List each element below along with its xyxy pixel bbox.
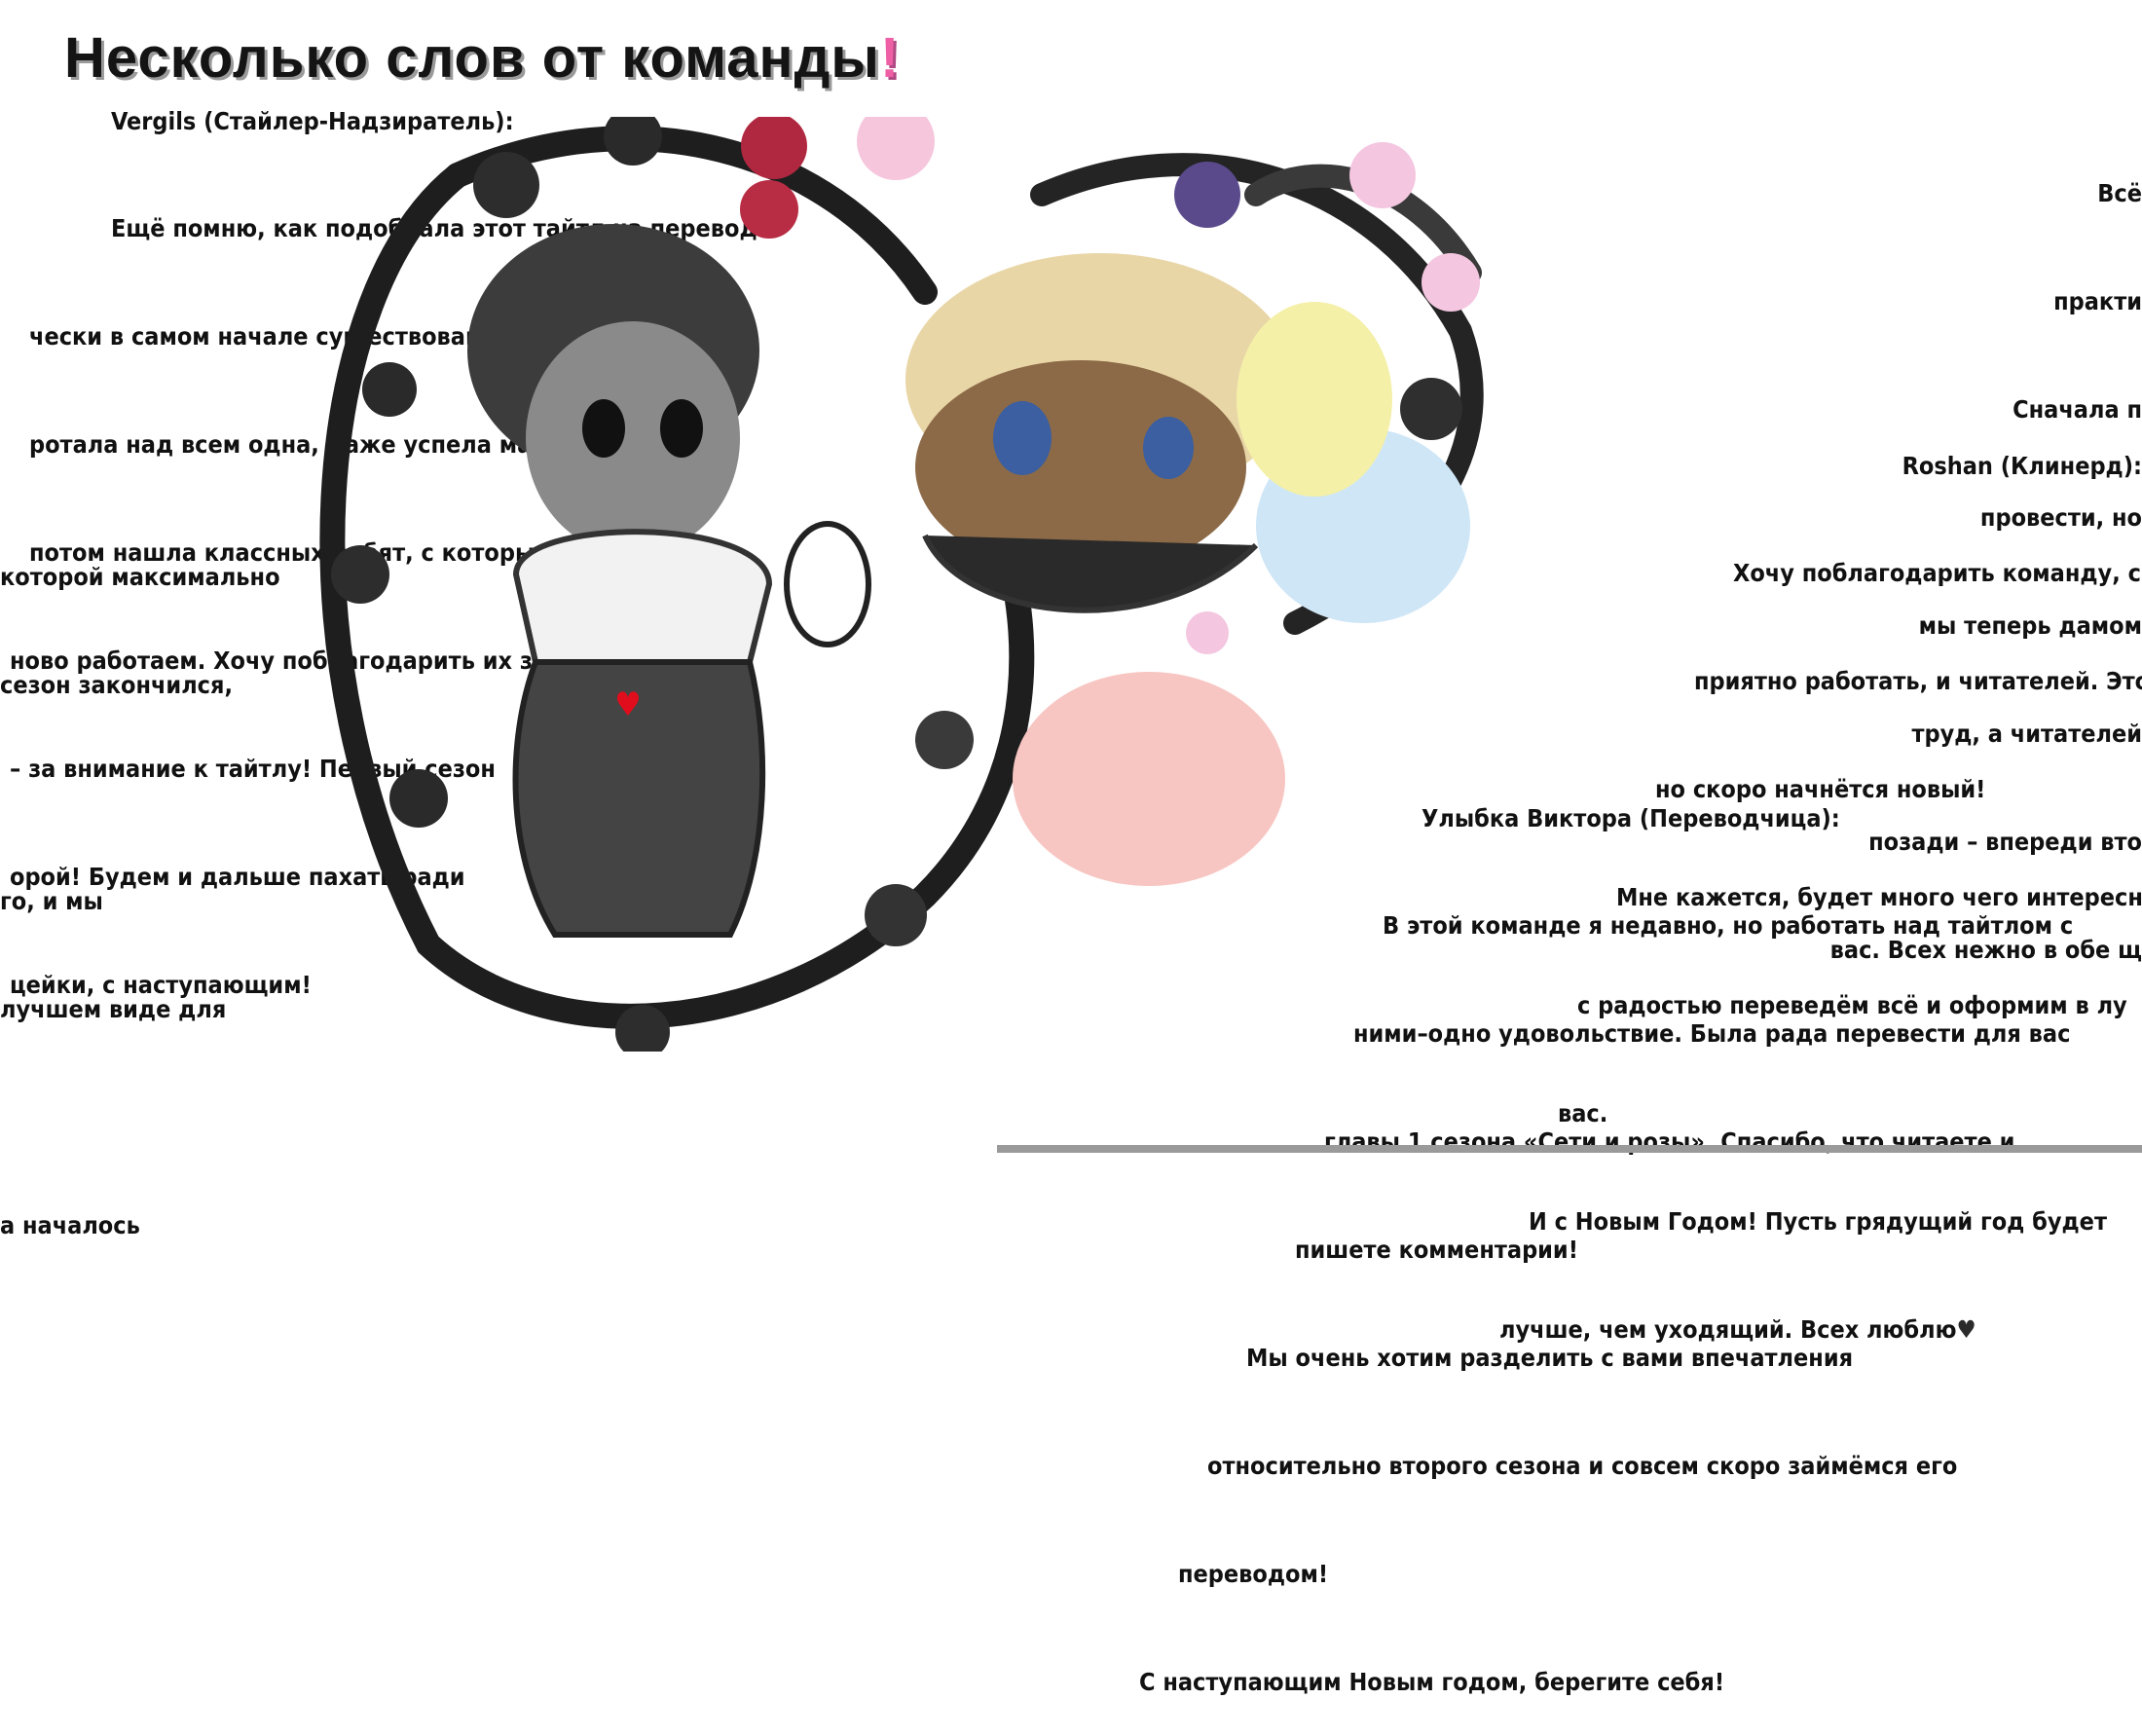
message-line: Сначала п [2013,395,2142,424]
message-line: пишете комментарии! [1295,1236,1578,1264]
message-line: цейки, с наступающим! [10,971,312,999]
title-text: Несколько слов от команды [64,26,880,90]
message-line: главы 1 сезона «Сети и розы». Спасибо, ч… [1324,1127,2015,1156]
message-line: с радостью переведём всё и оформим в лу [1577,991,2127,1019]
message-line: практи [2053,287,2142,315]
message-line: труд, а читателей [1911,720,2142,748]
message-line: го, и мы [0,887,103,915]
message-line: которой максимально [0,563,280,591]
ulybka-author: Улыбка Виктора (Переводчица): [1422,804,1840,832]
bottom-divider [997,1145,2142,1153]
left-character: ♥ [467,224,871,938]
roshan-author: Roshan (Клинерд): [1902,452,2142,480]
message-line: Мне кажется, будет много чего интересно [1616,883,2142,911]
message-line: – за внимание к тайтлу! Первый сезон [10,755,496,783]
ulybka-message: В этой команде я недавно, но работать на… [1129,835,2073,1736]
message-line: переводом! [1178,1560,1329,1588]
message-line: С наступающим Новым годом, берегите себя… [1139,1668,1725,1696]
message-line: ново работаем. Хочу поблагодарить их за [10,646,548,675]
message-line: вас. Всех нежно в обе щ [1829,936,2142,964]
vergils-author: Vergils (Стайлер-Надзиратель): [111,107,514,135]
message-line: Хочу поблагодарить команду, с [1733,559,2142,587]
message-line: сезон закончился, [0,671,233,699]
title-accent: ! [879,26,901,90]
message-line [0,1099,280,1135]
message-line: вас. [1558,1099,1608,1127]
message-line: мы теперь дамом [1918,611,2142,640]
message-line: Мы очень хотим разделить с вами впечатле… [1246,1344,1854,1372]
message-line: провести, но [1979,503,2142,532]
message-line: Всё [2097,179,2142,207]
message-line: но скоро начнётся новый! [1655,775,1986,803]
right-character [905,253,1470,886]
heart-icon: ♥ [614,685,641,724]
message-line: относительно второго сезона и совсем ско… [1207,1452,1958,1480]
character-illustration: ♥ [319,117,1484,1052]
message-line: лучшем виде для [0,995,227,1023]
right-top-message: Всё практи Сначала п провести, но мы теп… [1830,103,2142,1004]
message-line: а началось [0,1211,140,1239]
message-line: ними–одно удовольствие. Была рада переве… [1353,1019,2071,1048]
message-line: позади – впереди вто [1868,828,2142,856]
message-line: приятно работать, и читателей. Этот [1694,667,2142,695]
page-title: Несколько слов от команды! [64,25,900,91]
rose-wreath-left [319,126,1035,1029]
roses [331,117,1480,1052]
message-line: В этой команде я недавно, но работать на… [1383,911,2074,940]
